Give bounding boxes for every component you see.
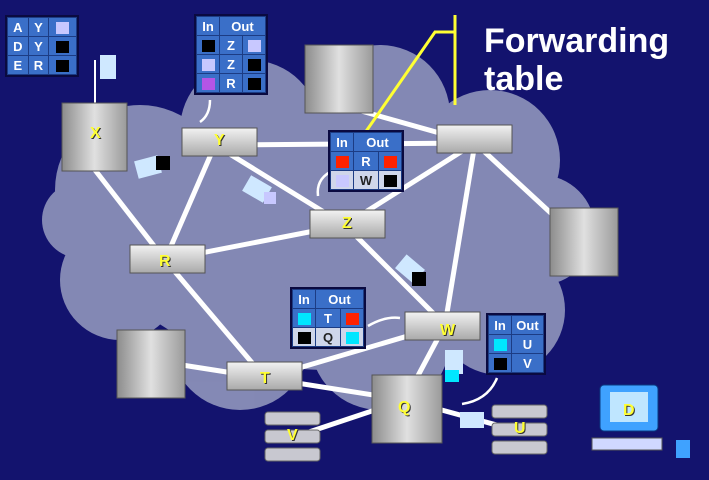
arrows [199, 99, 499, 406]
swatch [56, 60, 70, 73]
computer-icon [591, 384, 690, 458]
out-swatch [345, 313, 359, 326]
node-label-u: U [514, 420, 526, 437]
in-swatch [297, 313, 311, 326]
in-swatch [335, 156, 349, 169]
in-swatch [335, 175, 349, 188]
dest-cell: D [7, 36, 29, 56]
out-label: Q [315, 327, 341, 347]
header-in: In [292, 289, 316, 309]
in-swatch [493, 358, 507, 371]
out-swatch [247, 78, 261, 91]
header-in: In [196, 16, 220, 36]
node-label-r: R [159, 253, 171, 270]
node-label-t: T [260, 370, 270, 387]
header-in: In [330, 132, 354, 152]
out-label: R [219, 73, 243, 93]
node-label-w: W [440, 322, 456, 339]
out-label: U [511, 334, 544, 354]
out-label: V [511, 353, 544, 373]
out-swatch [383, 156, 397, 169]
swatch [56, 22, 70, 35]
node-label-d: D [623, 402, 635, 419]
racks [61, 44, 619, 444]
in-swatch [201, 40, 215, 53]
header-out: Out [219, 16, 266, 36]
out-label: R [353, 151, 379, 171]
header-out: Out [511, 315, 544, 335]
dest-cell: E [7, 55, 29, 75]
switches [129, 124, 513, 391]
node-label-v: V [287, 427, 298, 444]
dest-cell: A [7, 17, 29, 37]
node-label-x: X [90, 125, 101, 142]
header-out: Out [315, 289, 364, 309]
out-swatch [383, 175, 397, 188]
node-label-q: Q [398, 399, 411, 416]
out-label: Z [219, 54, 243, 74]
out-swatch [247, 59, 261, 72]
in-swatch [201, 78, 215, 91]
next-hop-cell: R [27, 55, 50, 75]
packets [100, 55, 484, 428]
next-hop-cell: Y [27, 17, 50, 37]
header-in: In [488, 315, 512, 335]
swatch [56, 41, 70, 54]
out-swatch [345, 332, 359, 345]
in-swatch [297, 332, 311, 345]
in-swatch [201, 59, 215, 72]
out-label: Z [219, 35, 243, 55]
next-hop-cell: Y [27, 36, 50, 56]
out-label: W [353, 170, 379, 190]
node-label-z: Z [342, 215, 352, 232]
servers [264, 404, 548, 462]
out-label: T [315, 308, 341, 328]
header-out: Out [353, 132, 402, 152]
out-swatch [247, 40, 261, 53]
node-label-y: Y [214, 132, 225, 149]
in-swatch [493, 339, 507, 352]
